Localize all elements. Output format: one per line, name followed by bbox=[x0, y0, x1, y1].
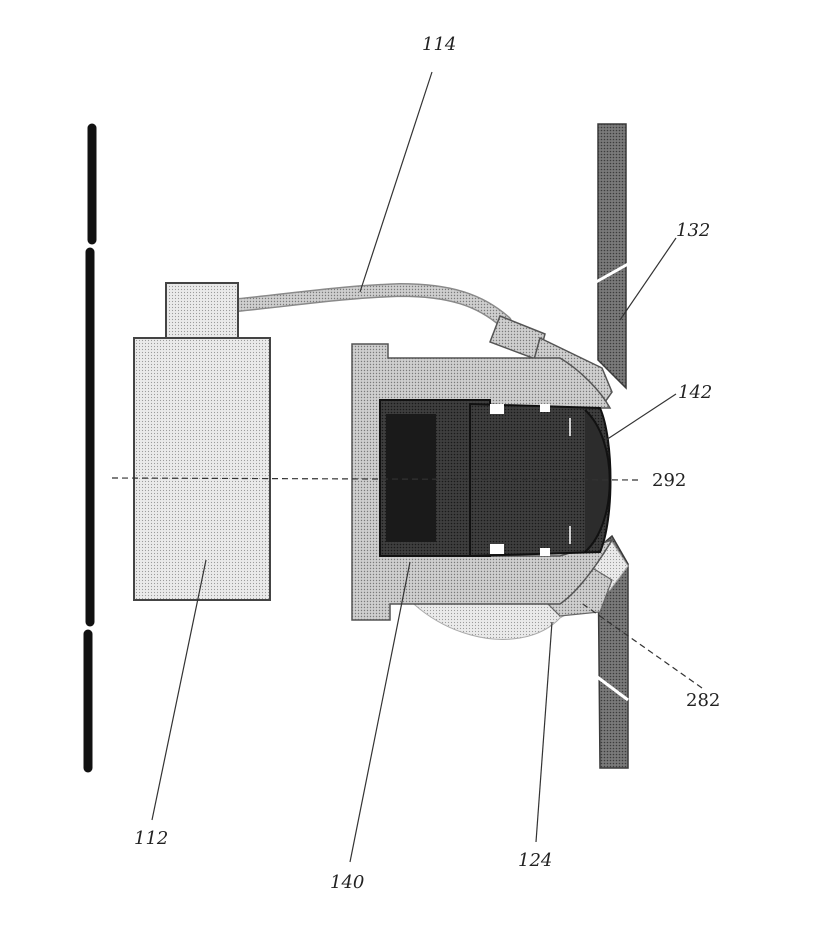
label-124: 124 bbox=[518, 850, 552, 871]
leader-142 bbox=[605, 393, 677, 441]
label-140: 140 bbox=[330, 872, 364, 893]
leader-140 bbox=[349, 561, 411, 863]
reference-labels: 114 112 140 124 132 142 292 282 bbox=[134, 34, 720, 893]
leader-lines bbox=[151, 71, 703, 863]
lens-assembly-140 bbox=[379, 399, 612, 558]
leader-112 bbox=[151, 559, 207, 821]
housing-112 bbox=[133, 282, 271, 601]
optical-axis-292 bbox=[111, 477, 641, 481]
label-132: 132 bbox=[676, 220, 710, 241]
leader-124 bbox=[535, 621, 553, 843]
label-114: 114 bbox=[422, 34, 456, 55]
label-282: 282 bbox=[686, 690, 720, 711]
leader-114 bbox=[359, 71, 433, 293]
label-142: 142 bbox=[678, 382, 712, 403]
label-112: 112 bbox=[134, 828, 168, 849]
leader-132 bbox=[619, 237, 677, 321]
leader-282 bbox=[579, 601, 703, 689]
left-wall bbox=[83, 123, 97, 773]
label-292: 292 bbox=[652, 470, 686, 491]
